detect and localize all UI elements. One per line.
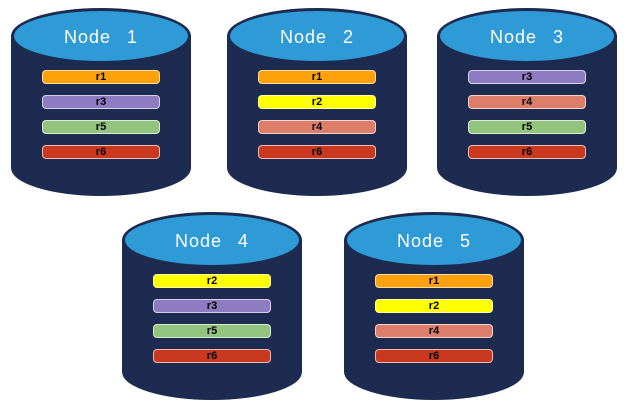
node-title: Node 2 (279, 26, 355, 47)
replica-bar-r1: r1 (258, 70, 376, 84)
replica-bar-r1: r1 (42, 70, 160, 84)
node-title: Node 5 (396, 230, 472, 251)
replica-bar-r6: r6 (258, 145, 376, 159)
replica-bar-r2: r2 (375, 299, 493, 313)
replica-bar-r4: r4 (468, 95, 586, 109)
cylinder-top-ellipse: Node 2 (227, 8, 407, 64)
cylinder-top-ellipse: Node 1 (11, 8, 191, 64)
replica-bar-r3: r3 (153, 299, 271, 313)
cylinder-top-ellipse: Node 4 (122, 212, 302, 268)
replica-list: r3 r4 r5 r6 (437, 70, 617, 159)
node-title: Node 3 (489, 26, 565, 47)
cylinder-top-ellipse: Node 5 (344, 212, 524, 268)
replica-list: r1 r2 r4 r6 (344, 274, 524, 363)
node-title: Node 4 (174, 230, 250, 251)
replica-bar-r5: r5 (153, 324, 271, 338)
replica-bar-r3: r3 (468, 70, 586, 84)
replica-list: r1 r3 r5 r6 (11, 70, 191, 159)
replica-bar-r5: r5 (42, 120, 160, 134)
replica-bar-r6: r6 (153, 349, 271, 363)
replica-bar-r6: r6 (42, 145, 160, 159)
node-node-2: Node 2 r1 r2 r4 r6 (227, 8, 407, 196)
node-node-5: Node 5 r1 r2 r4 r6 (344, 212, 524, 400)
replica-bar-r5: r5 (468, 120, 586, 134)
replica-bar-r6: r6 (375, 349, 493, 363)
node-node-4: Node 4 r2 r3 r5 r6 (122, 212, 302, 400)
replica-bar-r2: r2 (258, 95, 376, 109)
replica-bar-r2: r2 (153, 274, 271, 288)
replica-bar-r1: r1 (375, 274, 493, 288)
node-title: Node 1 (63, 26, 139, 47)
replica-bar-r4: r4 (258, 120, 376, 134)
node-node-3: Node 3 r3 r4 r5 r6 (437, 8, 617, 196)
replica-bar-r4: r4 (375, 324, 493, 338)
replica-bar-r3: r3 (42, 95, 160, 109)
node-node-1: Node 1 r1 r3 r5 r6 (11, 8, 191, 196)
replica-bar-r6: r6 (468, 145, 586, 159)
replica-list: r2 r3 r5 r6 (122, 274, 302, 363)
replica-list: r1 r2 r4 r6 (227, 70, 407, 159)
cylinder-top-ellipse: Node 3 (437, 8, 617, 64)
